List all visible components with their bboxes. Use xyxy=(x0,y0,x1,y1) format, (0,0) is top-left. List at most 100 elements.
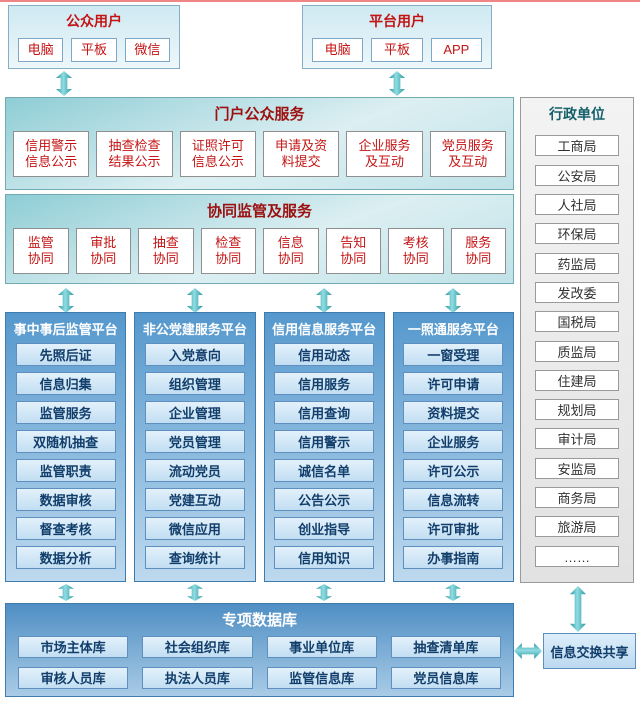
admin-units-panel: 行政单位 工商局公安局人社局环保局药监局发改委国税局质监局住建局规划局审计局安监… xyxy=(520,97,634,583)
database-item: 党员信息库 xyxy=(390,667,501,689)
portal-item: 证照许可 信息公示 xyxy=(179,131,256,177)
collaboration-title: 协同监管及服务 xyxy=(206,203,312,220)
database-item: 社会组织库 xyxy=(142,636,253,658)
admin-unit: 公安局 xyxy=(535,164,619,186)
admin-unit: 人社局 xyxy=(535,193,619,215)
arrow-collab-to-platform-3 xyxy=(316,288,332,313)
database-items: 市场主体库社会组织库事业单位库抽查清单库审核人员库执法人员库监管信息库党员信息库 xyxy=(6,632,513,689)
platform-item: 许可公示 xyxy=(403,459,504,482)
admin-unit: …… xyxy=(535,545,619,567)
platform-one-license: 一照通服务平台 一窗受理许可申请资料提交企业服务许可公示信息流转许可审批办事指南 xyxy=(392,312,514,582)
database-item: 审核人员库 xyxy=(18,667,129,689)
platform-item: 一窗受理 xyxy=(403,343,504,366)
platform-item: 信用动态 xyxy=(274,343,375,366)
device-box: APP xyxy=(430,38,482,62)
platform-item: 组织管理 xyxy=(144,372,245,395)
collaboration-item: 服务 协同 xyxy=(450,228,506,274)
device-box: 微信 xyxy=(124,38,170,62)
admin-unit: 规划局 xyxy=(535,399,619,421)
database-item: 监管信息库 xyxy=(266,667,377,689)
platform-item: 企业服务 xyxy=(403,430,504,453)
platform-item: 信用查询 xyxy=(274,401,375,424)
portal-item: 申请及资 料提交 xyxy=(262,131,340,177)
platform-item: 许可申请 xyxy=(403,372,504,395)
platforms-row: 事中事后监管平台 先照后证信息归集监管服务双随机抽查监管职责数据审核督查考核数据… xyxy=(5,312,514,582)
database-title: 专项数据库 xyxy=(221,612,297,629)
portal-item: 信用警示 信息公示 xyxy=(13,131,90,177)
arrow-platform-to-db-1 xyxy=(58,584,74,601)
platform-item: 入党意向 xyxy=(144,343,245,366)
platform-item: 诚信名单 xyxy=(274,459,375,482)
top-divider xyxy=(0,0,640,2)
admin-units-list: 工商局公安局人社局环保局药监局发改委国税局质监局住建局规划局审计局安监局商务局旅… xyxy=(521,124,633,582)
device-box: 平板 xyxy=(71,38,117,62)
database-item: 抽查清单库 xyxy=(390,636,501,658)
arrow-public-to-portal xyxy=(56,71,72,96)
public-user-devices: 电脑平板微信 xyxy=(9,31,179,62)
platform-item: 办事指南 xyxy=(403,546,504,569)
platform-item: 查询统计 xyxy=(144,546,245,569)
platform-item: 党建互动 xyxy=(144,488,245,511)
platform-item: 数据审核 xyxy=(15,488,116,511)
platform-item: 信息归集 xyxy=(15,372,116,395)
public-user-group-title: 公众用户 xyxy=(66,13,122,29)
platform-title: 一照通服务平台 xyxy=(407,322,499,337)
portal-title: 门户公众服务 xyxy=(214,106,305,123)
platform-party-building: 非公党建服务平台 入党意向组织管理企业管理党员管理流动党员党建互动微信应用查询统… xyxy=(134,312,256,582)
platform-item: 监管服务 xyxy=(15,401,116,424)
admin-unit: 发改委 xyxy=(535,281,619,303)
database-section: 专项数据库 市场主体库社会组织库事业单位库抽查清单库审核人员库执法人员库监管信息… xyxy=(5,603,514,697)
collaboration-item: 考核 协同 xyxy=(388,228,444,274)
collaboration-item: 信息 协同 xyxy=(263,228,319,274)
platform-title: 事中事后监管平台 xyxy=(13,322,118,337)
collaboration-items: 监管 协同审批 协同抽查 协同检查 协同信息 协同告知 协同考核 协同服务 协同 xyxy=(6,221,513,274)
platform-item: 数据分析 xyxy=(15,546,116,569)
portal-item: 党员服务 及互动 xyxy=(429,131,506,177)
database-item: 事业单位库 xyxy=(266,636,377,658)
platform-item: 企业管理 xyxy=(144,401,245,424)
device-box: 电脑 xyxy=(312,38,364,62)
portal-item: 抽查检查 结果公示 xyxy=(96,131,173,177)
arrow-collab-to-platform-2 xyxy=(187,288,203,313)
platform-item: 微信应用 xyxy=(144,517,245,540)
platform-item: 许可审批 xyxy=(403,517,504,540)
platform-item: 公告公示 xyxy=(274,488,375,511)
platform-item: 信用服务 xyxy=(274,372,375,395)
public-user-group: 公众用户 电脑平板微信 xyxy=(8,5,180,69)
platform-item: 信用警示 xyxy=(274,430,375,453)
device-box: 电脑 xyxy=(18,38,64,62)
platform-item: 监管职责 xyxy=(15,459,116,482)
collaboration-item: 告知 协同 xyxy=(325,228,381,274)
platform-item: 信息流转 xyxy=(403,488,504,511)
arrow-db-to-exchange xyxy=(514,643,542,659)
collaboration-item: 审批 协同 xyxy=(75,228,131,274)
admin-unit: 商务局 xyxy=(535,487,619,509)
collaboration-item: 检查 协同 xyxy=(200,228,256,274)
portal-items: 信用警示 信息公示抽查检查 结果公示证照许可 信息公示申请及资 料提交企业服务 … xyxy=(6,124,513,177)
admin-unit: 环保局 xyxy=(535,223,619,245)
arrow-platform-to-db-3 xyxy=(316,584,332,601)
admin-unit: 药监局 xyxy=(535,252,619,274)
collaboration-item: 监管 协同 xyxy=(13,228,69,274)
portal-section: 门户公众服务 信用警示 信息公示抽查检查 结果公示证照许可 信息公示申请及资 料… xyxy=(5,97,514,190)
platform-item: 先照后证 xyxy=(15,343,116,366)
platform-item: 双随机抽查 xyxy=(15,430,116,453)
admin-unit: 旅游局 xyxy=(535,516,619,538)
platform-supervision: 事中事后监管平台 先照后证信息归集监管服务双随机抽查监管职责数据审核督查考核数据… xyxy=(5,312,127,582)
database-item: 执法人员库 xyxy=(142,667,253,689)
arrow-collab-to-platform-4 xyxy=(445,288,461,313)
admin-unit: 安监局 xyxy=(535,457,619,479)
platform-title: 信用信息服务平台 xyxy=(272,322,377,337)
device-box: 平板 xyxy=(371,38,423,62)
database-item: 市场主体库 xyxy=(18,636,129,658)
platform-item: 督查考核 xyxy=(15,517,116,540)
admin-unit: 国税局 xyxy=(535,311,619,333)
arrow-admin-to-exchange xyxy=(570,586,586,632)
platform-item: 流动党员 xyxy=(144,459,245,482)
platform-credit-info: 信用信息服务平台 信用动态信用服务信用查询信用警示诚信名单公告公示创业指导信用知… xyxy=(263,312,385,582)
arrow-collab-to-platform-1 xyxy=(58,288,74,313)
admin-unit: 工商局 xyxy=(535,135,619,157)
platform-item: 信用知识 xyxy=(274,546,375,569)
arrow-platform-to-portal xyxy=(389,71,405,96)
